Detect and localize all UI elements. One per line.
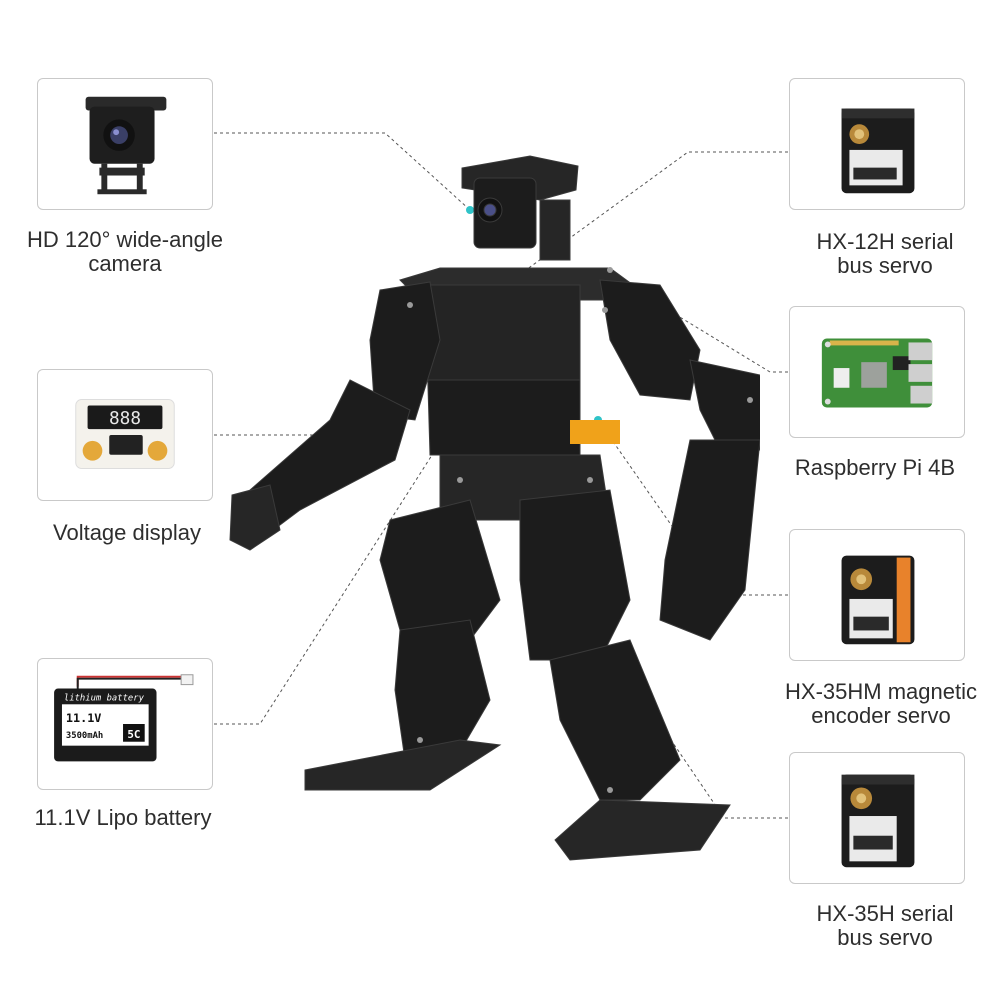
svg-text:888: 888	[109, 409, 141, 429]
svg-text:5C: 5C	[127, 728, 140, 741]
voltage-card: 888	[37, 369, 213, 501]
battery-label: 11.1V Lipo battery	[34, 805, 212, 830]
svg-text:11.1V: 11.1V	[66, 711, 102, 725]
servo35h-card	[789, 752, 965, 884]
battery-card: lithium battery 11.1V 3500mAh 5C	[37, 658, 213, 790]
camera-icon	[85, 96, 167, 195]
battery-icon: lithium battery 11.1V 3500mAh 5C	[54, 674, 194, 762]
servo-icon	[841, 108, 915, 194]
servo-icon	[841, 774, 915, 868]
servo-orange-icon	[841, 555, 915, 645]
voltage-display-icon: 888	[75, 399, 175, 469]
servo12-card	[789, 78, 965, 210]
camera-card	[37, 78, 213, 210]
raspberry-pi-icon	[821, 338, 933, 408]
humanoid-robot-illustration	[229, 155, 760, 861]
svg-text:3500mAh: 3500mAh	[66, 731, 103, 741]
rpi-card	[789, 306, 965, 438]
voltage-label: Voltage display	[53, 520, 201, 545]
svg-text:lithium battery: lithium battery	[64, 693, 145, 703]
servo35hm-card	[789, 529, 965, 661]
rpi-label: Raspberry Pi 4B	[794, 455, 956, 480]
